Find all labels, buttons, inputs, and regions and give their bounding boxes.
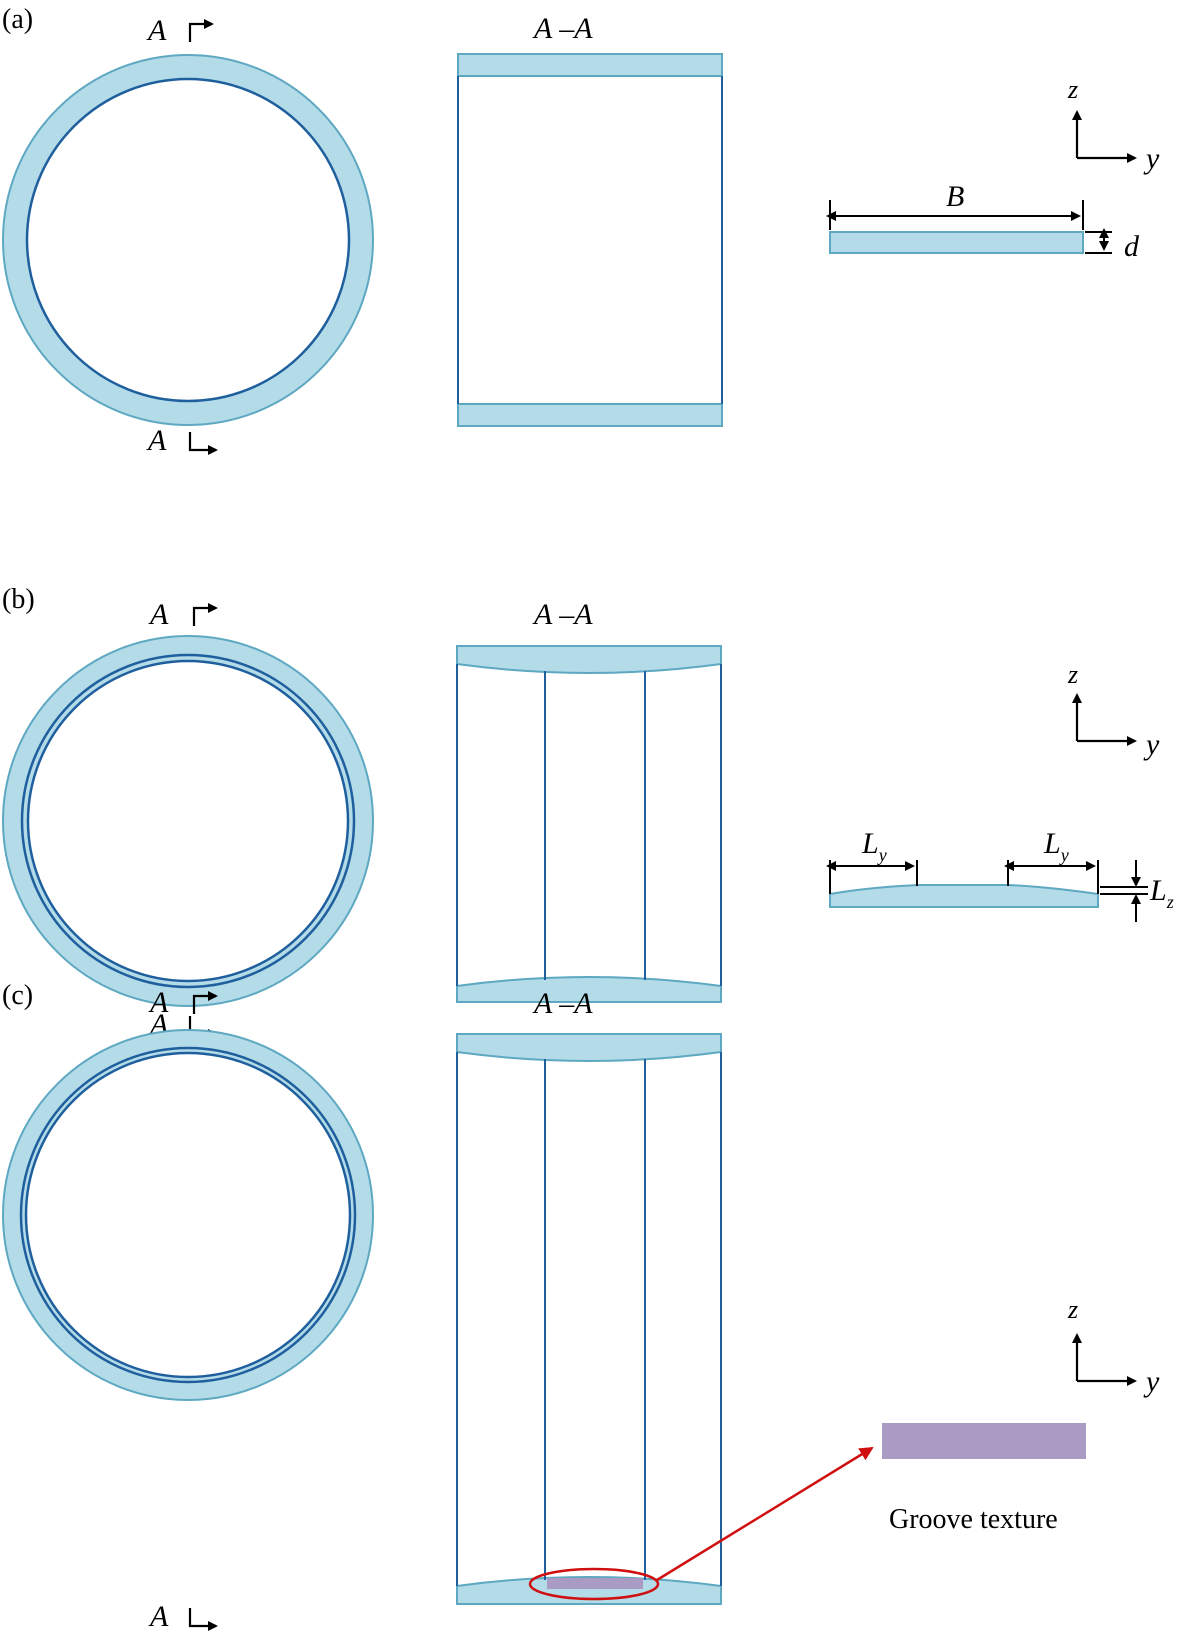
- section-arrow-bottom-a: [188, 432, 218, 455]
- smooth-bearing-profile: B d: [826, 180, 1140, 263]
- dimension-B: B: [946, 180, 964, 213]
- dimension-Lz: Lz: [1149, 874, 1174, 912]
- panel-c: (c) A A A –A z y Groove t: [2, 980, 1160, 1632]
- section-mark-bottom-c: A: [148, 1600, 169, 1632]
- axis-triad-b: z y: [1067, 660, 1160, 761]
- dimension-d: d: [1124, 230, 1140, 263]
- axis-triad-a: z y: [1067, 75, 1160, 175]
- panel-label-c: (c): [2, 980, 33, 1011]
- section-arrow-bottom-c: [188, 1608, 218, 1631]
- section-arrow-top-c: [192, 991, 218, 1014]
- panel-label-b: (b): [2, 584, 35, 615]
- axis-y-c: y: [1143, 1365, 1160, 1398]
- panel-label-a: (a): [2, 4, 33, 35]
- groove-callout-arrow: [656, 1446, 874, 1582]
- groove-texture-caption: Groove texture: [889, 1504, 1058, 1535]
- axis-z-b: z: [1067, 660, 1078, 689]
- section-arrow-top-a: [188, 19, 214, 42]
- axis-z-a: z: [1067, 75, 1078, 104]
- section-title-a: A –A: [532, 12, 593, 45]
- groove-in-section: [547, 1578, 643, 1589]
- section-view-c: [456, 1033, 874, 1605]
- axis-y-b: y: [1143, 728, 1160, 761]
- groove-highlight-ellipse: [528, 1567, 660, 1601]
- section-mark-top-c: A: [148, 986, 169, 1019]
- dimension-Ly-right: Ly: [1043, 827, 1069, 865]
- axis-y-a: y: [1143, 142, 1160, 175]
- axis-z-c: z: [1067, 1295, 1078, 1324]
- section-arrow-top-b: [192, 603, 218, 626]
- dimension-Ly-left: Ly: [861, 827, 887, 865]
- bearing-front-view-c: [2, 1029, 374, 1401]
- groove-texture-swatch: [882, 1423, 1086, 1459]
- section-mark-top-b: A: [148, 598, 169, 631]
- section-mark-bottom-a: A: [146, 424, 167, 457]
- section-title-b: A –A: [532, 598, 593, 631]
- section-view-b: [456, 645, 722, 1003]
- panel-b: (b) A A A –A z y: [2, 584, 1174, 1041]
- section-title-c: A –A: [532, 987, 593, 1020]
- section-view-a: [457, 53, 723, 427]
- textured-bearing-profile: Ly Ly Lz: [826, 827, 1174, 922]
- bearing-front-view-b: [2, 635, 374, 1007]
- section-mark-top-a: A: [146, 14, 167, 47]
- axis-triad-c: z y: [1067, 1295, 1160, 1398]
- panel-a: (a) A A A –A z y: [2, 4, 1160, 457]
- bearing-front-view-a: [2, 54, 374, 426]
